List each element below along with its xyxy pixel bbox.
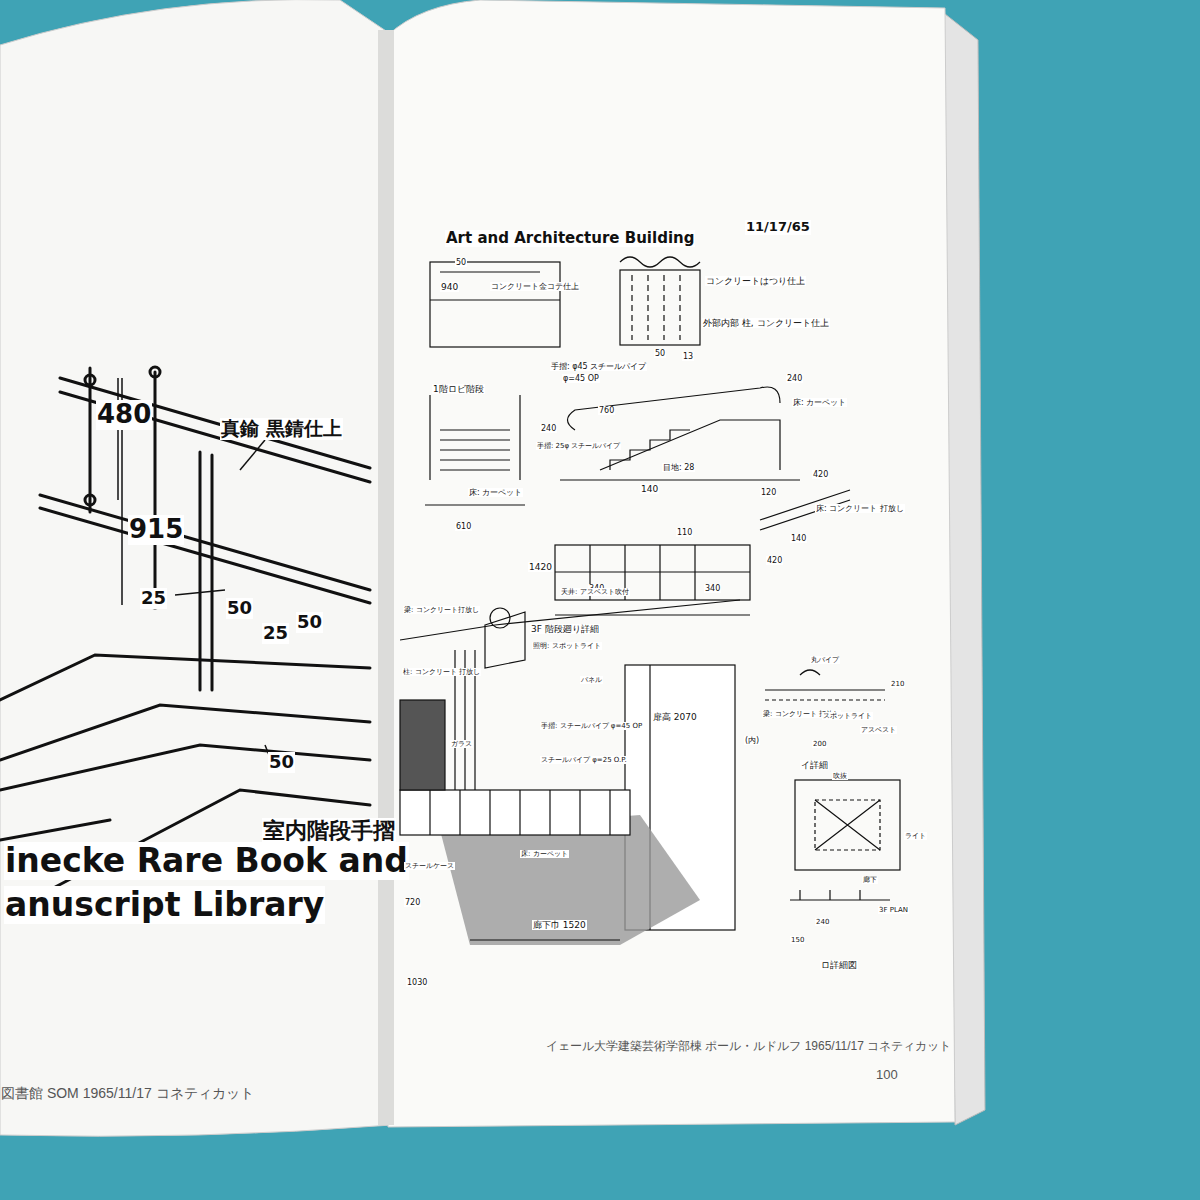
annotation-label: Art and Architecture Building (445, 230, 695, 247)
annotation-label: 1階ロビ階段 (432, 384, 485, 394)
annotation-label: コンクリートはつり仕上 (705, 276, 806, 286)
annotation-label: 240 (540, 424, 557, 433)
annotation-label: anuscript Library (4, 886, 325, 924)
annotation-label: 天井: アスベスト吹付 (560, 588, 630, 596)
annotation-label: 目地: 28 (662, 463, 695, 472)
annotation-label: 吹抜 (832, 772, 848, 780)
annotation-label: 50 (455, 258, 467, 267)
annotation-label: ロ詳細図 (820, 960, 858, 970)
annotation-label: 50 (654, 349, 666, 358)
annotation-label: 340 (704, 584, 721, 593)
annotation-label: (内) (744, 736, 760, 745)
annotation-label: 床: カーペット (468, 488, 523, 497)
annotation-label: 手摺: スチールパイプ φ=45 OP (540, 722, 643, 730)
annotation-label: 25 (140, 588, 167, 609)
annotation-label: 廊下巾 1520 (532, 920, 587, 930)
annotation-label: 柱: コンクリート 打放し (402, 668, 481, 676)
annotation-label: inecke Rare Book and (4, 842, 409, 880)
annotation-label: 3F 階段廻り詳細 (530, 624, 600, 634)
annotation-label: 110 (676, 528, 693, 537)
annotation-label: イ詳細 (800, 760, 829, 770)
annotation-label: 610 (455, 522, 472, 531)
annotation-label: ライト (904, 832, 927, 840)
annotation-label: 13 (682, 352, 694, 361)
annotation-label: ガラス (450, 740, 473, 748)
annotation-label: φ=45 OP (562, 374, 600, 383)
annotation-label: 720 (404, 898, 421, 907)
annotation-label: 25 (262, 623, 289, 644)
annotation-label: 外部内部 柱, コンクリート仕上 (702, 318, 830, 328)
annotation-label: 丸パイプ (810, 656, 840, 664)
annotation-label: 床: カーペット (792, 398, 847, 407)
annotation-label: 照明: スポットライト (532, 642, 602, 650)
annotation-label: 915 (128, 515, 184, 545)
annotation-label: スチールケース (404, 862, 455, 870)
annotation-label: 420 (766, 556, 783, 565)
page-caption: 図書館 SOM 1965/11/17 コネティカット (0, 1085, 255, 1101)
annotation-label: 扉高 2070 (652, 712, 698, 722)
annotation-label: 50 (268, 752, 295, 773)
annotation-label: 11/17/65 (745, 220, 811, 235)
annotation-label: 1030 (406, 978, 428, 987)
annotation-label: 50 (226, 598, 253, 619)
annotation-label: 940 (440, 282, 459, 292)
annotation-label: 760 (598, 406, 615, 415)
annotation-label: パネル (580, 676, 603, 684)
annotation-label: 480 (96, 400, 152, 430)
annotation-label: 床: カーペット (520, 850, 569, 858)
page-caption: 100 (875, 1068, 899, 1083)
annotation-label: 床: コンクリート 打放し (815, 504, 905, 513)
annotation-label: 140 (640, 484, 659, 494)
annotation-label: 140 (790, 534, 807, 543)
annotation-label: 240 (786, 374, 803, 383)
annotation-label: 1420 (528, 562, 553, 572)
annotation-label: アスベスト (860, 726, 897, 734)
annotation-label: 真鍮 黒錆仕上 (220, 418, 343, 440)
annotation-label: スチールパイプ φ=25 O.P. (540, 756, 628, 764)
annotation-label: 420 (812, 470, 829, 479)
annotation-label: スポットライト (822, 712, 873, 720)
annotation-label: 室内階段手摺 (262, 818, 396, 843)
annotation-label: 50 (296, 612, 323, 633)
annotation-label: コンクリート金コテ仕上 (490, 282, 580, 291)
annotation-label: 210 (890, 680, 905, 688)
annotation-label: 3F PLAN (878, 906, 909, 914)
annotation-label: 200 (812, 740, 827, 748)
annotation-label: 240 (815, 918, 830, 926)
annotation-label: 廊下 (862, 876, 878, 884)
annotation-label: 手摺: 25φ スチールパイプ (536, 442, 621, 450)
annotation-label: 120 (760, 488, 777, 497)
annotation-label: 手摺: φ45 スチールパイプ (550, 362, 647, 371)
annotation-label: 150 (790, 936, 805, 944)
page-caption: イェール大学建築芸術学部棟 ポール・ルドルフ 1965/11/17 コネティカッ… (545, 1040, 952, 1054)
annotation-label: 梁: コンクリート打放し (403, 606, 480, 614)
